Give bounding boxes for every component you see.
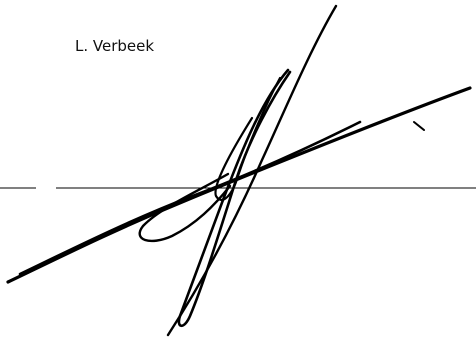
signer-name: L. Verbeek (75, 37, 155, 55)
handwritten-signature (6, 4, 472, 337)
